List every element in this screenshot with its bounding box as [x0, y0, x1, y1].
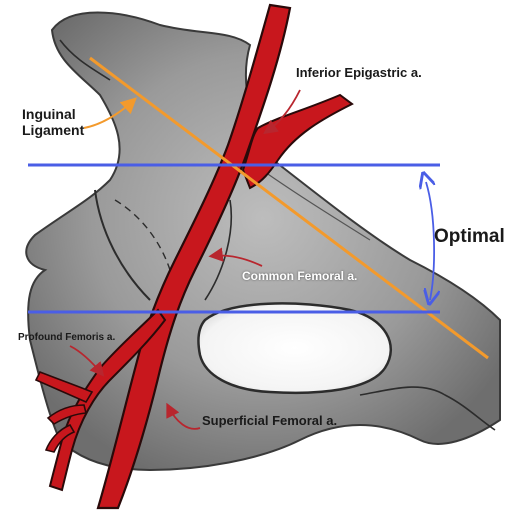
inferior-epigastric-label: Inferior Epigastric a.	[296, 66, 422, 81]
superficial-femoral-label: Superficial Femoral a.	[202, 414, 337, 429]
inguinal-label-line1: Inguinal	[22, 106, 84, 122]
optimal-label: Optimal	[434, 226, 505, 248]
common-femoral-label: Common Femoral a.	[242, 270, 357, 284]
obturator-foramen	[198, 303, 390, 392]
profound-femoris-label: Profound Femoris a.	[18, 332, 115, 344]
inguinal-ligament-label: Inguinal Ligament	[22, 106, 84, 138]
inguinal-label-line2: Ligament	[22, 122, 84, 138]
